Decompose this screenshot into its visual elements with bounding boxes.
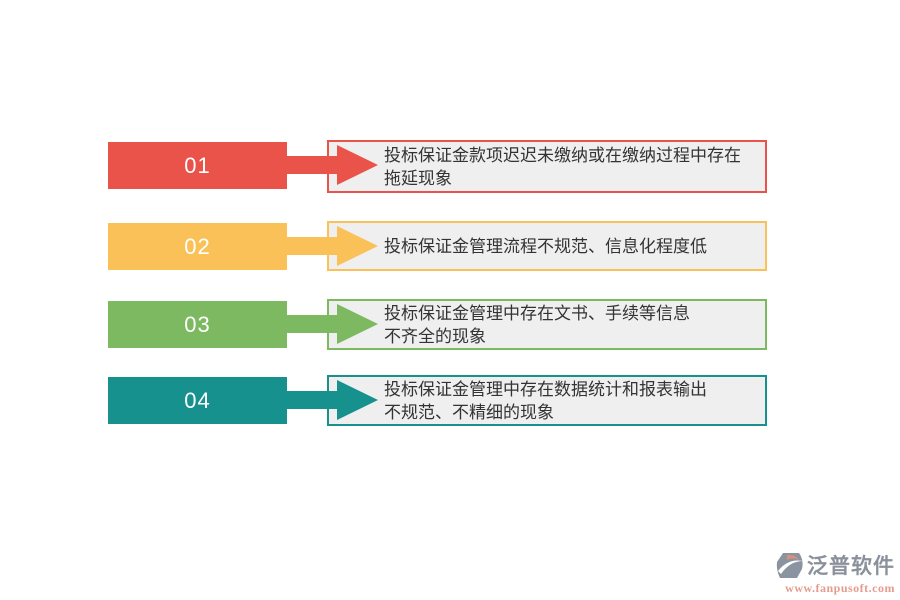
step-number: 02 [184,233,211,259]
step-number-badge: 03 [108,301,287,348]
step-number: 01 [184,152,211,178]
description-line: 投标保证金管理中存在数据统计和报表输出 [384,379,707,399]
description-box: 投标保证金管理中存在文书、手续等信息 不齐全的现象 [327,299,767,350]
arrow-right-icon [287,380,378,420]
step-number-badge: 02 [108,223,287,270]
description-line: 拖延现象 [384,168,452,188]
description-line: 不规范、不精细的现象 [384,402,554,422]
description-line: 投标保证金管理流程不规范、信息化程度低 [384,236,707,256]
step-number-badge: 01 [108,142,287,189]
brand-row: 泛普软件 [745,550,895,580]
brand-url: www.fanpusoft.com [785,581,895,595]
list-item: 04 投标保证金管理中存在数据统计和报表输出 不规范、不精细的现象 [0,375,900,426]
step-number: 04 [184,387,211,413]
description-box: 投标保证金管理流程不规范、信息化程度低 [327,221,767,271]
step-number-badge: 04 [108,377,287,424]
arrow-right-icon [287,304,378,344]
brand-name: 泛普软件 [807,555,895,578]
list-item: 02 投标保证金管理流程不规范、信息化程度低 [0,221,900,272]
fanpu-logo-icon [776,552,803,578]
list-item: 01 投标保证金款项迟迟未缴纳或在缴纳过程中存在 拖延现象 [0,140,900,193]
description-line: 投标保证金管理中存在文书、手续等信息 [384,303,690,323]
brand-watermark: 泛普软件 www.fanpusoft.com [745,550,895,596]
list-item: 03 投标保证金管理中存在文书、手续等信息 不齐全的现象 [0,299,900,350]
arrow-right-icon [287,226,378,266]
description-box: 投标保证金管理中存在数据统计和报表输出 不规范、不精细的现象 [327,375,767,426]
arrow-right-icon [287,145,378,185]
description-box: 投标保证金款项迟迟未缴纳或在缴纳过程中存在 拖延现象 [327,140,767,193]
description-line: 不齐全的现象 [384,326,486,346]
step-number: 03 [184,311,211,337]
description-line: 投标保证金款项迟迟未缴纳或在缴纳过程中存在 [384,145,741,165]
